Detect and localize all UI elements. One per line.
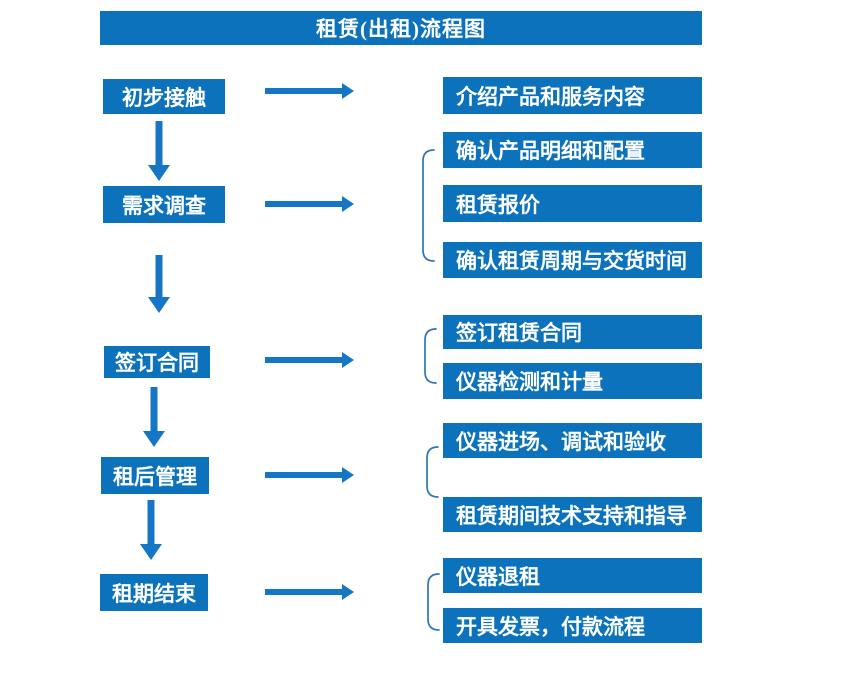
down-arrow	[140, 500, 162, 560]
output-box-invoice-payment: 开具发票，付款流程	[443, 608, 702, 643]
step-box-initial-contact: 初步接触	[103, 79, 225, 114]
right-arrow	[265, 196, 354, 212]
output-box-technical-support: 租赁期间技术支持和指导	[443, 497, 702, 532]
group-bracket	[426, 446, 439, 498]
right-arrow	[265, 352, 354, 368]
step-box-demand-survey: 需求调查	[103, 186, 225, 223]
step-box-post-rental-management: 租后管理	[101, 457, 209, 494]
step-box-sign-contract: 签订合同	[104, 346, 210, 378]
right-arrow	[265, 83, 354, 99]
group-bracket	[427, 573, 440, 631]
output-box-instrument-installation: 仪器进场、调试和验收	[443, 423, 702, 458]
flowchart-title: 租赁(出租)流程图	[100, 11, 702, 45]
output-box-introduce-products: 介绍产品和服务内容	[443, 77, 702, 114]
output-box-instrument-return: 仪器退租	[443, 558, 702, 593]
output-box-sign-rental-contract: 签订租赁合同	[443, 315, 702, 349]
output-box-instrument-testing: 仪器检测和计量	[443, 363, 702, 399]
output-box-confirm-rental-period: 确认租赁周期与交货时间	[443, 242, 702, 278]
group-bracket	[424, 328, 437, 384]
step-box-rental-end: 租期结束	[100, 574, 208, 611]
down-arrow	[143, 387, 165, 447]
down-arrow	[148, 255, 170, 313]
down-arrow	[148, 121, 170, 181]
right-arrow	[265, 467, 354, 483]
output-box-rental-quote: 租赁报价	[443, 185, 702, 222]
output-box-confirm-product-details: 确认产品明细和配置	[443, 132, 702, 168]
group-bracket	[422, 149, 435, 262]
right-arrow	[265, 584, 354, 600]
